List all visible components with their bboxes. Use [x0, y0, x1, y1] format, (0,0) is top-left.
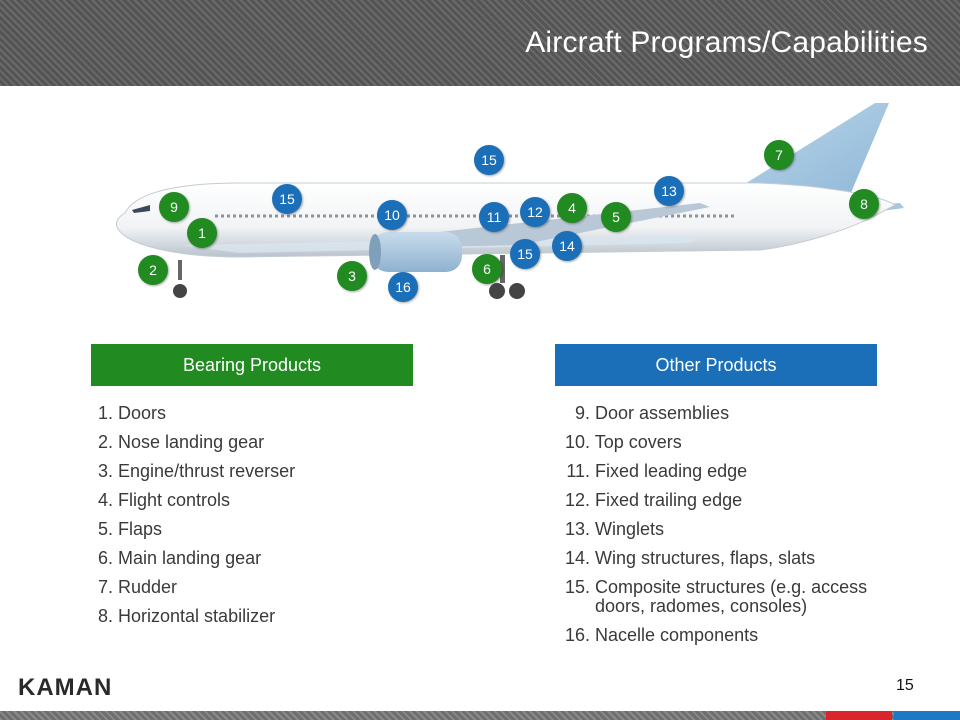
badge-8: 8: [849, 189, 879, 219]
slide-title: Aircraft Programs/Capabilities: [525, 26, 928, 59]
list-item: 2. Nose landing gear: [97, 432, 265, 452]
wing: [430, 203, 710, 247]
list-item: 8. Horizontal stabilizer: [97, 606, 276, 626]
list-item: 1. Doors: [97, 403, 167, 423]
header-bar: Aircraft Programs/Capabilities: [0, 0, 960, 86]
main-gear-wheel: [489, 283, 505, 299]
badge-5: 5: [601, 202, 631, 232]
badge-4: 4: [557, 193, 587, 223]
badge-12: 12: [520, 197, 550, 227]
list-item: 7. Rudder: [97, 577, 178, 597]
nose-gear-wheel: [173, 284, 187, 298]
footer-accent-blue: [894, 711, 960, 720]
bearing-products-header: Bearing Products: [91, 344, 413, 386]
badge-11: 11: [479, 202, 509, 232]
badge-15: 15: [510, 239, 540, 269]
cockpit-window: [132, 205, 150, 213]
badge-1: 1: [187, 218, 217, 248]
list-item: 4. Flight controls: [97, 490, 231, 510]
footer-accent-red: [826, 711, 892, 720]
nose-gear-strut: [178, 260, 182, 280]
other-products-list: 9. Door assemblies 10. Top covers 11. Fi…: [562, 399, 867, 650]
engine-nacelle: [372, 232, 462, 272]
engine-intake: [369, 234, 381, 270]
badge-6: 6: [472, 254, 502, 284]
badge-9: 9: [159, 192, 189, 222]
badge-15: 15: [474, 145, 504, 175]
list-item: 13. Winglets: [564, 519, 665, 539]
list-item: 3. Engine/thrust reverser: [97, 461, 296, 481]
tail-fin: [735, 103, 889, 195]
footer-bar: [0, 711, 960, 720]
list-item: 9. Door assemblies: [574, 403, 730, 423]
list-item: 14. Wing structures, flaps, slats: [564, 548, 816, 568]
list-item: 11. Fixed leading edge: [566, 461, 748, 481]
bearing-products-list: 1. Doors 2. Nose landing gear 3. Engine/…: [96, 399, 295, 631]
kaman-logo: KAMAN: [18, 674, 113, 701]
badge-2: 2: [138, 255, 168, 285]
main-gear-strut: [500, 255, 505, 283]
badge-13: 13: [654, 176, 684, 206]
other-products-header: Other Products: [555, 344, 877, 386]
badge-16: 16: [388, 272, 418, 302]
list-item: 12. Fixed trailing edge: [564, 490, 743, 510]
badge-14: 14: [552, 231, 582, 261]
list-item: 6. Main landing gear: [97, 548, 262, 568]
badge-10: 10: [377, 200, 407, 230]
badge-3: 3: [337, 261, 367, 291]
list-item: 5. Flaps: [97, 519, 163, 539]
list-item: 16. Nacelle components: [564, 625, 759, 645]
main-gear-wheel: [509, 283, 525, 299]
badge-15: 15: [272, 184, 302, 214]
list-item: 10. Top covers: [564, 432, 682, 452]
page-number: 15: [896, 677, 914, 694]
badge-7: 7: [764, 140, 794, 170]
